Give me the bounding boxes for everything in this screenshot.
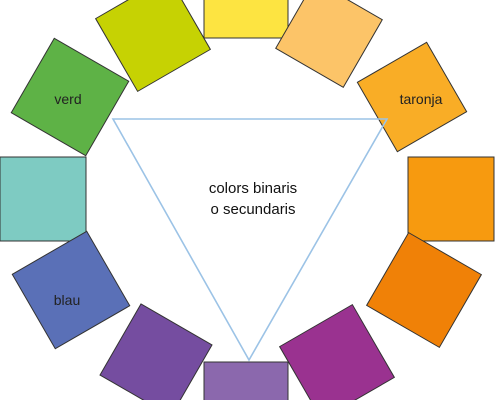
tile-magenta <box>278 303 396 400</box>
tile-yellow <box>203 0 289 39</box>
tile-teal <box>0 156 87 242</box>
label-orange: taronja <box>400 91 443 107</box>
tile-purple <box>99 303 213 400</box>
center-title-line1: colors binaris <box>209 180 297 197</box>
center-title-line2: o secundaris <box>210 201 295 218</box>
tile-yellow-green <box>94 0 212 93</box>
secondary-colors-triangle <box>111 118 389 362</box>
tile-red-orange <box>365 231 483 349</box>
tile-blue <box>11 230 131 350</box>
label-green: verd <box>54 91 81 107</box>
tile-violet <box>203 361 289 400</box>
label-blue: blau <box>54 292 80 308</box>
tile-orange <box>407 156 495 242</box>
tile-green <box>10 37 130 157</box>
tile-yellow-orange <box>275 0 383 88</box>
